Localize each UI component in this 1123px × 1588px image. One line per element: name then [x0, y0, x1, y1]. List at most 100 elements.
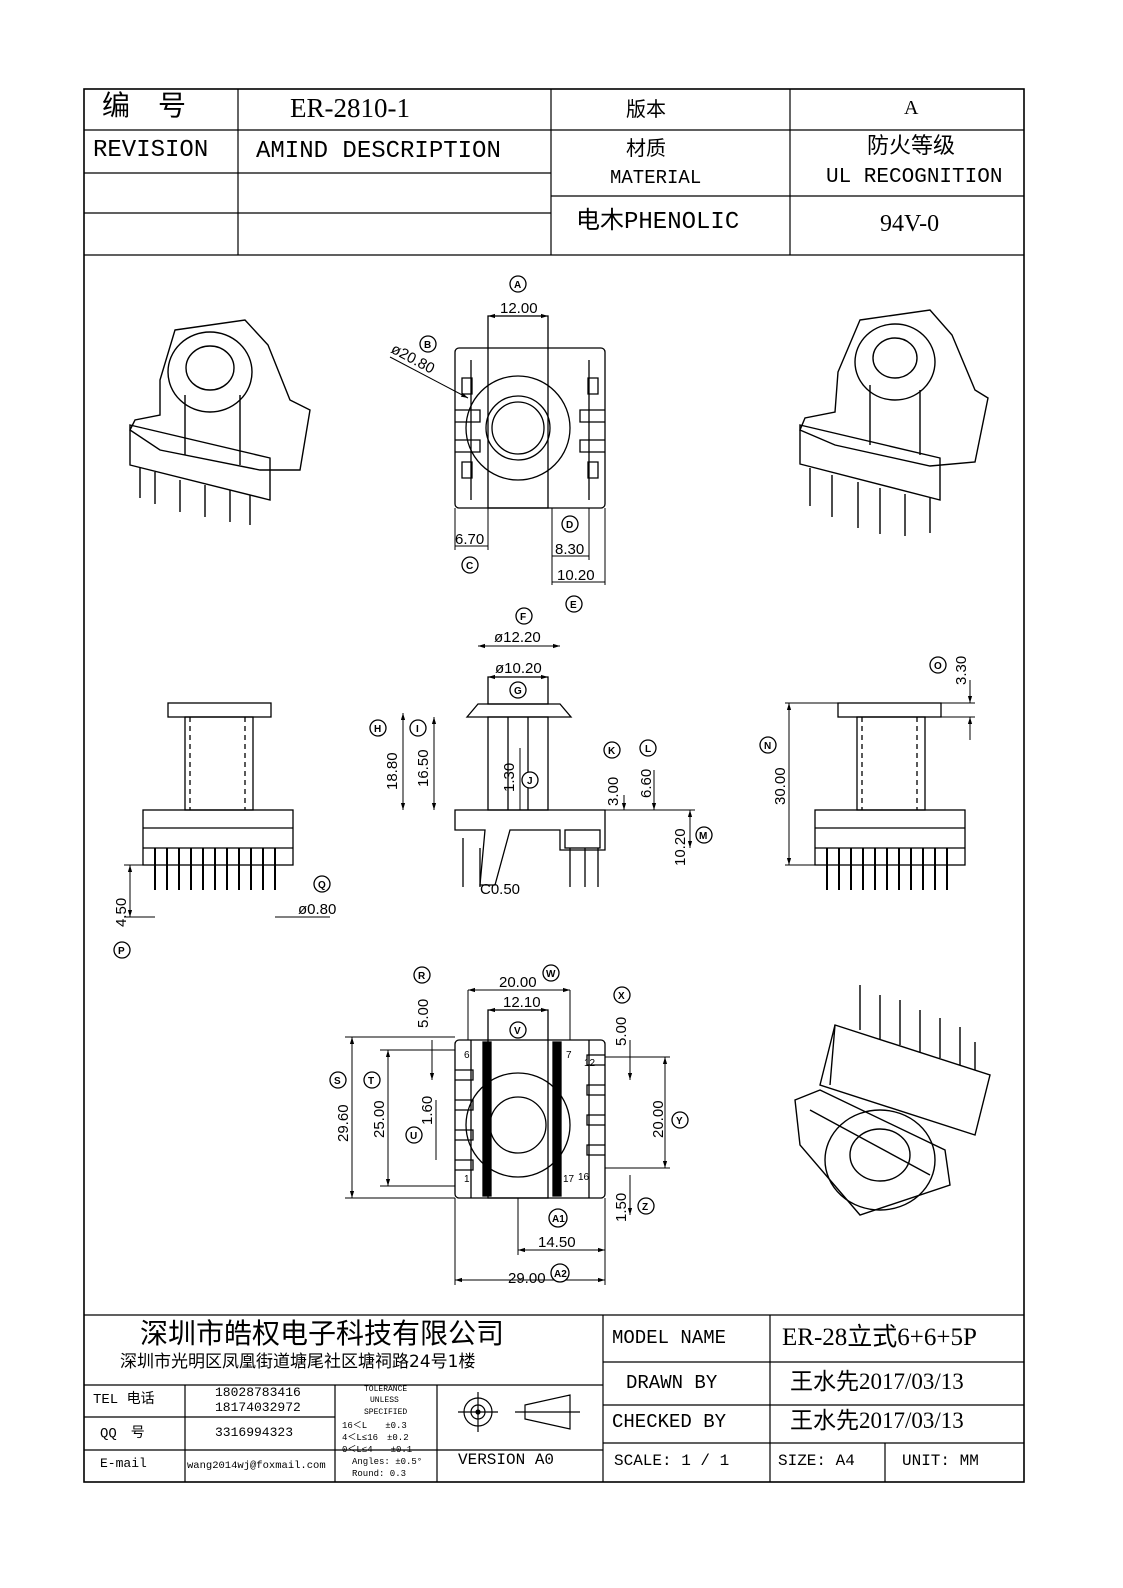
balloon-K: K [603, 741, 621, 759]
svg-text:W: W [546, 969, 556, 980]
number-label: 编 号 [102, 91, 187, 122]
balloon-M: M [695, 826, 713, 844]
dim-text: 5.00 [415, 999, 432, 1028]
balloon-C: C [461, 556, 479, 574]
iso-view-top-right [799, 309, 989, 536]
qq-value: 3316994323 [215, 1425, 294, 1440]
dim-text: 1.60 [419, 1096, 436, 1125]
left-view-pins [154, 848, 276, 890]
balloon-O: O [929, 656, 947, 674]
balloon-L: L [639, 739, 657, 757]
dim-text: 1.30 [501, 763, 518, 792]
top-view-dims [389, 313, 606, 585]
balloon-U: U [405, 1126, 423, 1144]
top-view [454, 315, 606, 509]
dim-text: 3.00 [605, 777, 622, 806]
svg-text:E: E [570, 600, 577, 611]
svg-text:I: I [416, 724, 419, 735]
right-view-dims [785, 680, 975, 866]
dim-text: 16.50 [415, 749, 432, 787]
company-name: 深圳市皓权电子科技有限公司 [140, 1317, 505, 1350]
pin-number: 16 [578, 1172, 590, 1183]
svg-text:S: S [334, 1076, 341, 1087]
dim-text: 18.80 [384, 752, 401, 790]
qq-label: QQ 号 [100, 1426, 145, 1442]
size-label: SIZE: A4 [778, 1452, 855, 1470]
balloon-A2: A2 [550, 1263, 570, 1283]
balloon-W: W [542, 964, 560, 982]
pin-number: 6 [464, 1050, 470, 1061]
scale-label: SCALE: 1 / 1 [614, 1452, 730, 1470]
svg-text:X: X [618, 991, 625, 1002]
tolerance-unless: UNLESS [370, 1396, 399, 1405]
svg-text:A1: A1 [552, 1214, 565, 1225]
svg-text:G: G [514, 686, 522, 697]
reference-balloons: A B C D E F G H I J K L M N O P Q R S T … [113, 275, 947, 1283]
balloon-A: A [509, 275, 527, 293]
checked-by-label: CHECKED BY [612, 1411, 727, 1433]
pin-number: 17 [563, 1174, 575, 1185]
pin-number: 1 [464, 1174, 470, 1185]
unit-label: UNIT: MM [902, 1452, 979, 1470]
dim-text: C0.50 [480, 881, 520, 898]
svg-text:A: A [514, 280, 521, 291]
dim-text: 8.30 [555, 541, 584, 558]
tolerance-title: TOLERANCE [364, 1385, 408, 1394]
balloon-I: I [409, 719, 427, 737]
dim-text: 12.00 [500, 300, 538, 317]
tolerance-row: 16＜L ±0.3 [342, 1421, 407, 1431]
tel-2: 18174032972 [215, 1400, 301, 1415]
dim-text: 30.00 [772, 767, 789, 805]
bottom-view [454, 1009, 606, 1199]
drawn-by-label: DRAWN BY [626, 1372, 718, 1394]
front-view-dims [400, 643, 695, 848]
svg-text:F: F [520, 612, 526, 623]
tolerance-row: Round: 0.3 [352, 1469, 407, 1479]
ul-label-en: UL RECOGNITION [826, 166, 1003, 189]
dim-text: ø10.20 [495, 660, 542, 677]
dim-text: 5.00 [613, 1017, 630, 1046]
email-label: E-mail [100, 1456, 147, 1471]
balloon-D: D [561, 515, 579, 533]
svg-text:V: V [514, 1026, 521, 1037]
svg-text:L: L [645, 744, 651, 755]
svg-text:J: J [527, 776, 533, 787]
svg-text:B: B [424, 340, 431, 351]
svg-text:R: R [418, 971, 426, 982]
ul-label-cn: 防火等级 [867, 134, 956, 159]
balloon-B: B [419, 335, 437, 353]
right-view-pins [826, 848, 948, 890]
title-block-grid [84, 1314, 1024, 1482]
pin-number: 12 [584, 1058, 596, 1069]
balloon-S: S [329, 1071, 347, 1089]
svg-text:N: N [764, 741, 771, 752]
material-label-cn: 材质 [626, 136, 666, 160]
dim-text: 3.30 [953, 656, 970, 685]
checked-by-value: 王水先2017/03/13 [790, 1408, 964, 1433]
svg-text:P: P [118, 946, 125, 957]
dim-text: 20.00 [499, 974, 537, 991]
balloon-J: J [521, 771, 539, 789]
balloon-P: P [113, 941, 131, 959]
amind-label: AMIND DESCRIPTION [256, 138, 501, 165]
bottom-view-dims [345, 987, 670, 1285]
dim-text: 10.20 [672, 828, 689, 866]
svg-text:T: T [368, 1076, 374, 1087]
svg-text:U: U [410, 1131, 417, 1142]
tolerance-row: 0＜L≤4 ±0.1 [342, 1445, 413, 1455]
tolerance-row: Angles: ±0.5° [352, 1457, 423, 1467]
balloon-X: X [613, 986, 631, 1004]
svg-text:Q: Q [318, 880, 326, 891]
dim-text: 6.60 [638, 769, 655, 798]
svg-text:K: K [608, 746, 616, 757]
dimension-labels: 12.00 ø20.80 6.70 8.30 10.20 ø12.20 ø10.… [113, 300, 970, 1287]
svg-text:A2: A2 [554, 1269, 567, 1280]
left-view-dims [124, 864, 330, 918]
dim-text: ø0.80 [298, 901, 336, 918]
svg-text:M: M [699, 831, 707, 842]
dim-text: 25.00 [371, 1100, 388, 1138]
model-name-label: MODEL NAME [612, 1327, 727, 1349]
tel-label: TEL 电话 [93, 1392, 155, 1408]
tolerance-row: 4＜L≤16 ±0.2 [342, 1433, 409, 1443]
dim-text: 10.20 [557, 567, 595, 584]
